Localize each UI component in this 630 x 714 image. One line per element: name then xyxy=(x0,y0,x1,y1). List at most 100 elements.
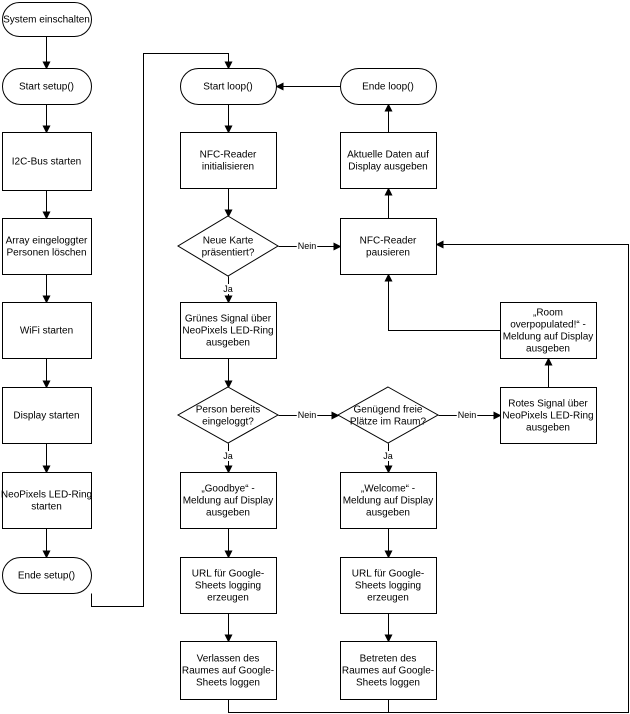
node-label-line: präsentiert? xyxy=(202,248,255,259)
node-label-line: Betreten des xyxy=(360,654,417,665)
node-label-line: ausgeben xyxy=(206,508,250,519)
node-label-line: Ende loop() xyxy=(362,82,414,93)
terminator-shape xyxy=(2,2,92,37)
terminator-shape xyxy=(340,68,437,105)
node-label-line: URL für Google- xyxy=(192,569,264,580)
node-label-line: Grünes Signal über xyxy=(185,314,272,325)
node-label-line: Meldung auf Display xyxy=(183,496,274,507)
node-label-line: Personen löschen xyxy=(6,248,86,259)
node-end-setup: Ende setup() xyxy=(2,557,92,594)
process-shape xyxy=(2,472,92,529)
node-label-line: „Goodbye“ - xyxy=(201,484,254,495)
node-label-line: WiFi starten xyxy=(20,326,73,337)
edge-label-person-logged-yes: Ja xyxy=(223,451,233,461)
node-label-line: ausgeben xyxy=(526,423,570,434)
process-shape xyxy=(2,387,92,444)
edge-leave-to-nfcpause xyxy=(228,240,629,713)
process-shape xyxy=(340,472,437,529)
node-label-line: I2C-Bus starten xyxy=(12,157,81,168)
process-shape xyxy=(340,557,437,614)
node-start-loop: Start loop() xyxy=(180,68,277,105)
edge-label-background xyxy=(456,410,478,420)
node-label-line: Raumes auf Google- xyxy=(182,666,274,677)
node-label-line: Meldung auf Display xyxy=(503,332,594,343)
node-label-line: Start setup() xyxy=(19,82,74,93)
node-label-line: NeoPixels LED-Ring xyxy=(182,326,273,337)
node-label-line: Start loop() xyxy=(203,82,252,93)
node-label: I2C-Bus starten xyxy=(12,157,81,168)
node-label: Display starten xyxy=(13,411,79,422)
decision-shape xyxy=(336,386,440,444)
node-label-line: Person bereits xyxy=(196,405,260,416)
node-wifi-start: WiFi starten xyxy=(2,302,92,359)
node-label-line: overpopulated!“ - xyxy=(510,320,586,331)
node-label-line: System einschalten xyxy=(3,15,90,26)
edge-label-person-logged-no: Nein xyxy=(298,410,317,420)
node-end-loop: Ende loop() xyxy=(340,68,437,105)
node-label-line: Neue Karte xyxy=(203,236,254,247)
process-shape xyxy=(180,472,277,529)
node-label-line: Ende setup() xyxy=(18,571,75,582)
node-label-line: NeoPixels LED-Ring xyxy=(1,490,92,501)
node-label-line: „Welcome“ - xyxy=(361,484,415,495)
process-shape xyxy=(340,132,437,189)
edge-label-new-card-yes: Ja xyxy=(223,284,233,294)
edge-label-background xyxy=(296,241,318,251)
node-label-line: ausgeben xyxy=(526,344,570,355)
node-label-line: Display ausgeben xyxy=(348,162,428,173)
node-label-line: ausgeben xyxy=(366,508,410,519)
process-shape xyxy=(180,641,277,700)
node-label: Start setup() xyxy=(19,82,74,93)
terminator-shape xyxy=(2,557,92,594)
edge-endsetup-to-startloop xyxy=(91,53,233,607)
decision-shape xyxy=(177,215,279,277)
node-label: Ende loop() xyxy=(362,82,414,93)
node-label-line: Display starten xyxy=(13,411,79,422)
terminator-shape xyxy=(2,68,92,105)
node-display-start: Display starten xyxy=(2,387,92,444)
node-label-line: eingeloggt? xyxy=(202,417,254,428)
node-label-line: starten xyxy=(31,502,62,513)
edge-label-free-places-no: Nein xyxy=(458,410,477,420)
edge-label-background xyxy=(296,410,318,420)
node-label-line: pausieren xyxy=(366,248,410,259)
node-label: Start loop() xyxy=(203,82,252,93)
node-label-line: Plätze im Raum? xyxy=(350,417,427,428)
decision-shape xyxy=(176,386,280,444)
node-label-line: „Room xyxy=(533,308,563,319)
edge-label-background xyxy=(382,451,394,461)
node-label-line: erzeugen xyxy=(207,593,249,604)
process-shape xyxy=(2,132,92,191)
node-label-line: initialisieren xyxy=(202,162,254,173)
node-label-line: Array eingeloggter xyxy=(6,236,88,247)
process-shape xyxy=(500,387,597,444)
process-shape xyxy=(180,132,277,189)
process-shape xyxy=(180,302,277,359)
